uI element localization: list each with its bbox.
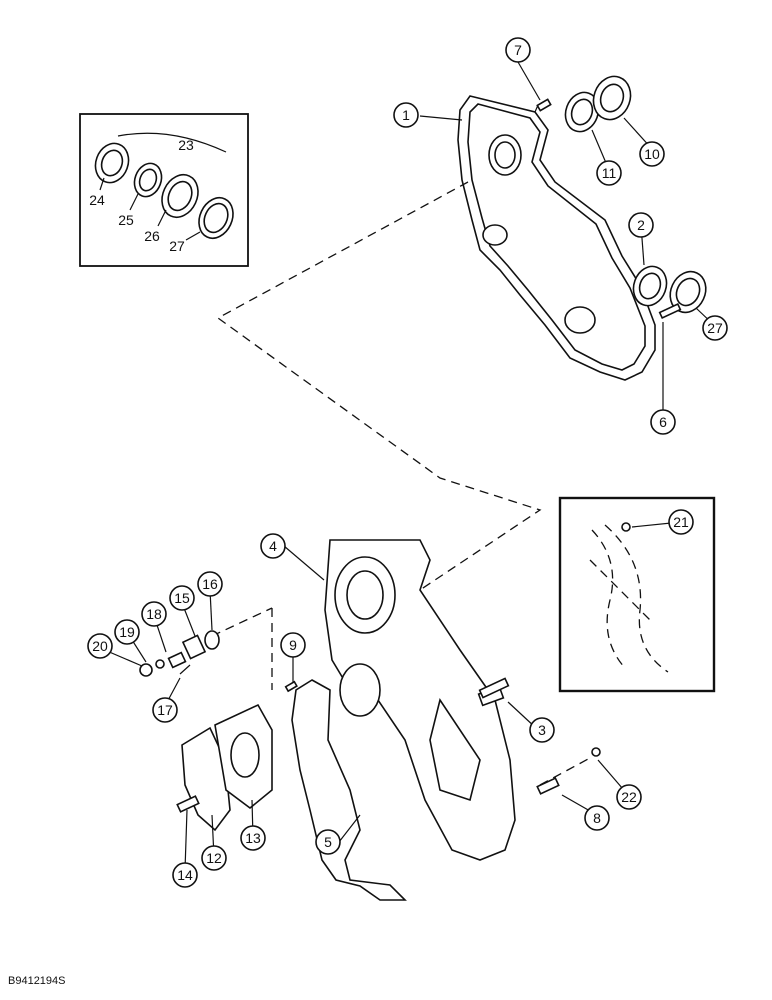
callout-label: 9 bbox=[289, 637, 297, 653]
callout-8: 8 bbox=[584, 805, 610, 831]
cover-plates bbox=[176, 703, 273, 832]
alignment-dashed-lines bbox=[211, 181, 591, 786]
callout-label: 8 bbox=[593, 810, 601, 826]
callout-18: 18 bbox=[141, 601, 167, 627]
callout-20: 20 bbox=[87, 633, 113, 659]
callout-5: 5 bbox=[315, 829, 341, 855]
callout-label: 4 bbox=[269, 538, 277, 554]
callout-7: 7 bbox=[505, 37, 531, 63]
figure-id: B9412194S bbox=[8, 975, 66, 987]
callout-15: 15 bbox=[169, 585, 195, 611]
callout-6: 6 bbox=[650, 409, 676, 435]
callout-12: 12 bbox=[201, 845, 227, 871]
inset-label-26: 26 bbox=[144, 228, 160, 244]
callout-label: 2 bbox=[637, 217, 645, 233]
callout-label: 27 bbox=[707, 320, 723, 336]
callout-label: 3 bbox=[538, 722, 546, 738]
callout-4: 4 bbox=[260, 533, 286, 559]
callout-label: 20 bbox=[92, 638, 108, 654]
callout-13: 13 bbox=[240, 825, 266, 851]
seal-parts-upper bbox=[536, 75, 707, 320]
inset-label-25: 25 bbox=[118, 212, 134, 228]
callout-22: 22 bbox=[616, 784, 642, 810]
inset-label-24: 24 bbox=[89, 192, 105, 208]
inset-label-27: 27 bbox=[169, 238, 185, 254]
gear-housing bbox=[324, 539, 516, 861]
callout-label: 19 bbox=[119, 624, 135, 640]
callout-label: 17 bbox=[157, 702, 173, 718]
callout-9: 9 bbox=[280, 632, 306, 658]
callout-label: 6 bbox=[659, 414, 667, 430]
callout-17: 17 bbox=[152, 697, 178, 723]
small-fittings bbox=[139, 630, 298, 693]
callout-27: 27 bbox=[702, 315, 728, 341]
callout-label: 1 bbox=[402, 107, 410, 123]
callout-label: 22 bbox=[621, 789, 637, 805]
callout-label: 11 bbox=[602, 165, 617, 181]
callout-2: 2 bbox=[628, 212, 654, 238]
callout-label: 12 bbox=[206, 850, 222, 866]
callout-3: 3 bbox=[529, 717, 555, 743]
callout-label: 18 bbox=[146, 606, 162, 622]
inset-label-23: 23 bbox=[178, 137, 194, 153]
bolts-right bbox=[478, 677, 601, 795]
callout-label: 16 bbox=[202, 576, 218, 592]
callout-label: 21 bbox=[673, 514, 689, 530]
callout-label: 5 bbox=[324, 834, 332, 850]
callout-10: 10 bbox=[639, 141, 665, 167]
callout-label: 13 bbox=[245, 830, 261, 846]
callout-label: 10 bbox=[644, 146, 660, 162]
gear-cover-gasket bbox=[457, 95, 656, 381]
callout-21: 21 bbox=[668, 509, 694, 535]
callout-19: 19 bbox=[114, 619, 140, 645]
callout-1: 1 bbox=[393, 102, 419, 128]
callout-label: 14 bbox=[177, 867, 193, 883]
callout-label: 15 bbox=[174, 590, 190, 606]
callout-label: 7 bbox=[514, 42, 522, 58]
callout-11: 11 bbox=[596, 160, 622, 186]
seal-kit-inset: 23 24 25 26 27 bbox=[79, 113, 249, 267]
callout-14: 14 bbox=[172, 862, 198, 888]
callout-16: 16 bbox=[197, 571, 223, 597]
